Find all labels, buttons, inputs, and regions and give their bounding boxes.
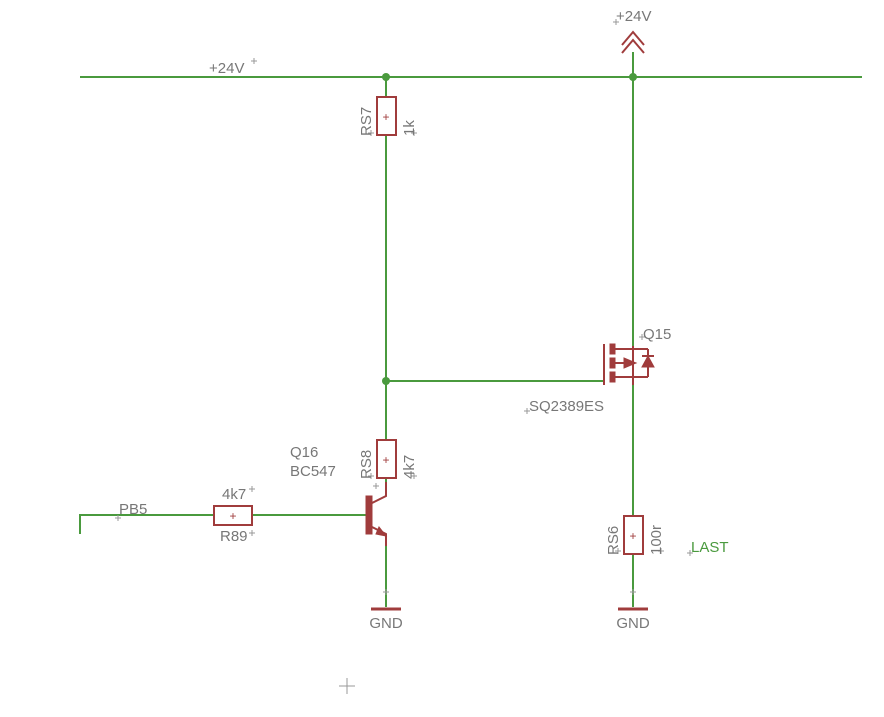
junction-24v <box>629 73 637 81</box>
label-r89-name: R89 <box>220 528 248 545</box>
label-q16-part: BC547 <box>290 463 336 480</box>
label-gnd-q16: GND <box>369 615 403 632</box>
resistor-rs7[interactable]: + <box>376 96 397 136</box>
resistor-r89[interactable]: + <box>213 505 253 526</box>
label-rs6-value: 100r <box>648 525 665 555</box>
label-q15-name: Q15 <box>643 326 671 343</box>
label-rs7-value: 1k <box>401 120 418 136</box>
resistor-rs6[interactable]: + <box>623 515 644 555</box>
svg-text:+: + <box>382 453 389 467</box>
label-r89-value: 4k7 <box>222 486 246 503</box>
junction-gate <box>382 377 390 385</box>
junction-rs7 <box>382 73 390 81</box>
svg-text:+: + <box>629 529 636 543</box>
wire-pb5[interactable] <box>79 514 214 534</box>
label-rs8-name: RS8 <box>358 450 375 479</box>
label-gnd-rs6: GND <box>616 615 650 632</box>
svg-text:+: + <box>229 509 236 523</box>
label-rs8-value: 4k7 <box>401 455 418 479</box>
label-net-last: LAST <box>691 539 729 556</box>
label-net-pb5: PB5 <box>119 501 147 518</box>
label-24v-rail: +24V <box>209 60 244 77</box>
label-24v-supply: +24V <box>616 8 651 25</box>
origin-markers <box>115 19 693 694</box>
label-rs6-name: RS6 <box>605 526 622 555</box>
svg-text:+: + <box>382 110 389 124</box>
label-q16-name: Q16 <box>290 444 318 461</box>
supply-symbol[interactable] <box>621 30 645 54</box>
transistor-q16[interactable] <box>365 482 388 546</box>
label-q15-part: SQ2389ES <box>529 398 604 415</box>
wires <box>79 52 862 607</box>
transistor-q15[interactable] <box>603 343 655 385</box>
resistor-rs8[interactable]: + <box>376 439 397 479</box>
label-rs7-name: RS7 <box>358 107 375 136</box>
